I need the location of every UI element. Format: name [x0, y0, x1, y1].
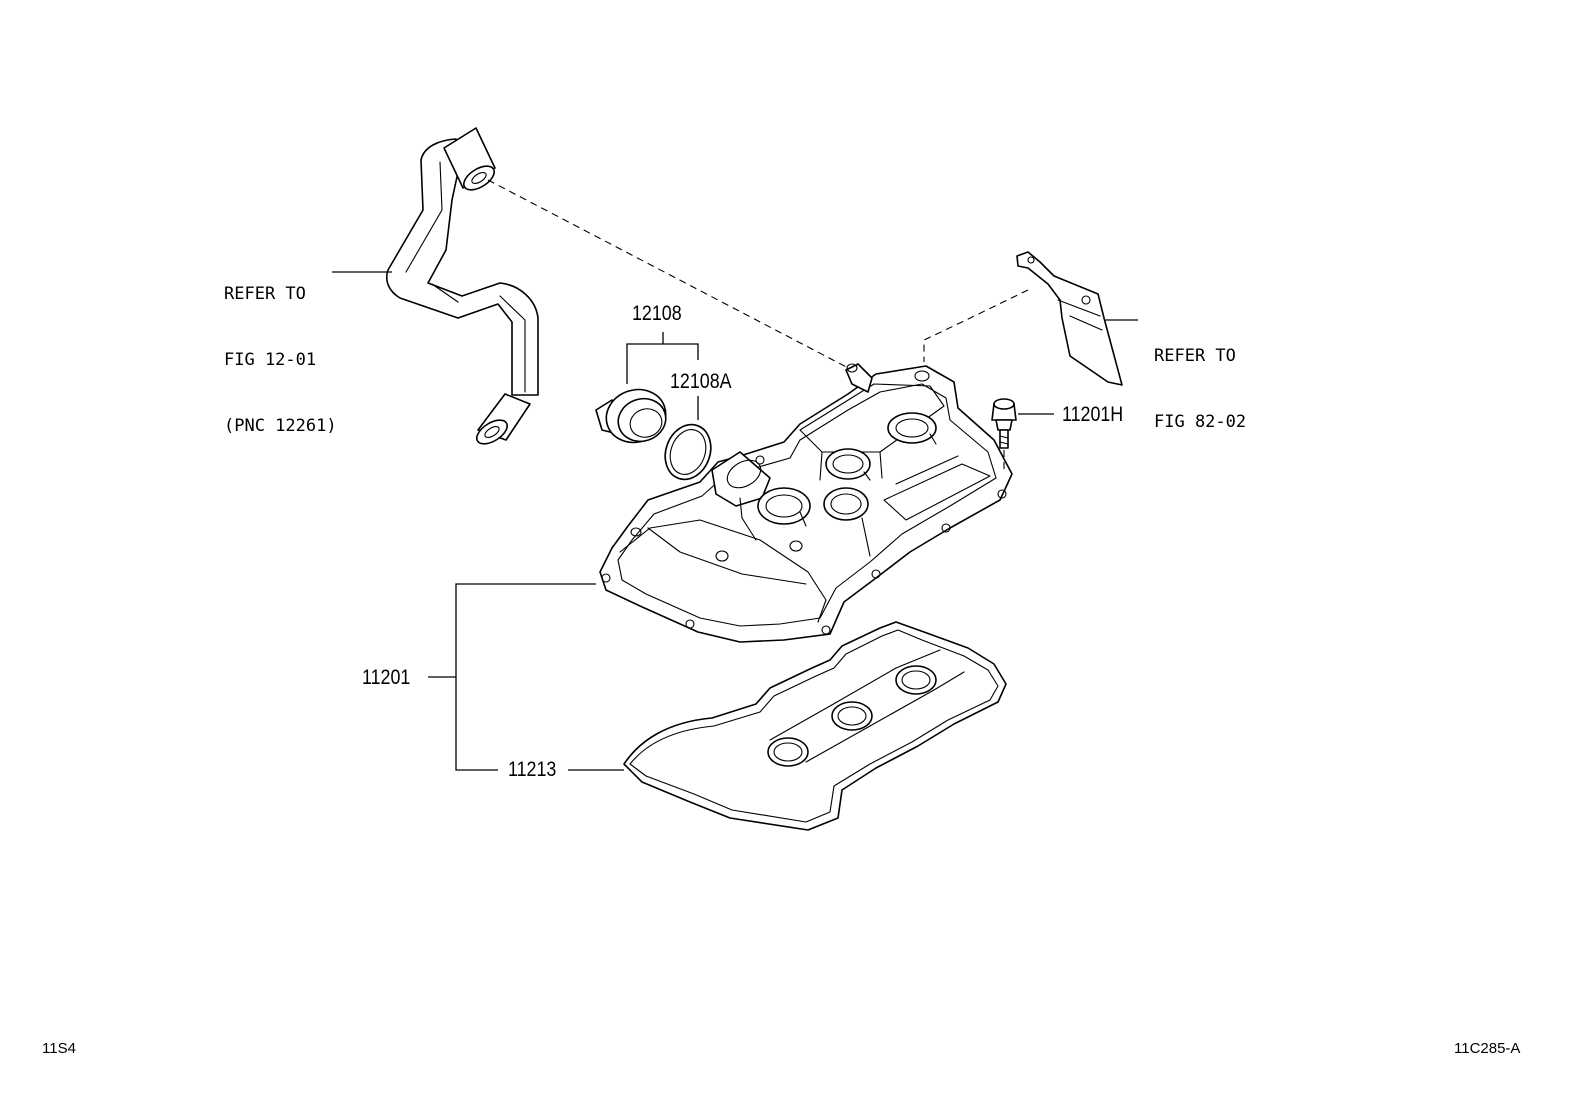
hose-upper-fitting	[443, 127, 496, 191]
refer-right-label: REFER TO FIG 82-02	[1154, 301, 1246, 455]
cover-bolt	[991, 398, 1017, 472]
plug-hole-4	[887, 412, 937, 445]
hose-lower-fitting	[476, 393, 531, 445]
hose-connection-dashline	[487, 179, 857, 373]
ventilation-hose	[385, 127, 539, 445]
oil-filler-gasket	[664, 423, 712, 481]
refer-left-line1: REFER TO	[224, 284, 306, 304]
refer-left-line2: FIG 12-01	[224, 350, 317, 370]
refer-left-line3: (PNC 12261)	[224, 416, 337, 436]
refer-right-line2: FIG 82-02	[1154, 412, 1247, 432]
plug-hole-2	[823, 487, 869, 521]
part-number-12108A: 12108A	[670, 370, 732, 393]
oil-filler-cap	[595, 388, 667, 444]
refer-left-label: REFER TO FIG 12-01 (PNC 12261)	[224, 239, 337, 459]
pcv-nipple	[845, 363, 873, 393]
footer-right-code: 11C285-A	[1454, 1040, 1521, 1057]
refer-right-line1: REFER TO	[1154, 346, 1236, 366]
plug-hole-3	[825, 448, 871, 481]
cover-gasket	[623, 621, 1007, 831]
harness-bracket	[1016, 251, 1123, 386]
plug-hole-1	[757, 487, 811, 527]
part-number-12108: 12108	[632, 302, 682, 325]
part-number-11201H: 11201H	[1062, 403, 1124, 426]
leader-11201	[455, 583, 596, 771]
bracket-dashline	[923, 289, 1029, 362]
part-number-11213: 11213	[508, 758, 557, 781]
footer-left-code: 11S4	[42, 1040, 76, 1057]
cylinder-head-cover	[599, 363, 1013, 643]
part-number-11201: 11201	[362, 666, 411, 689]
